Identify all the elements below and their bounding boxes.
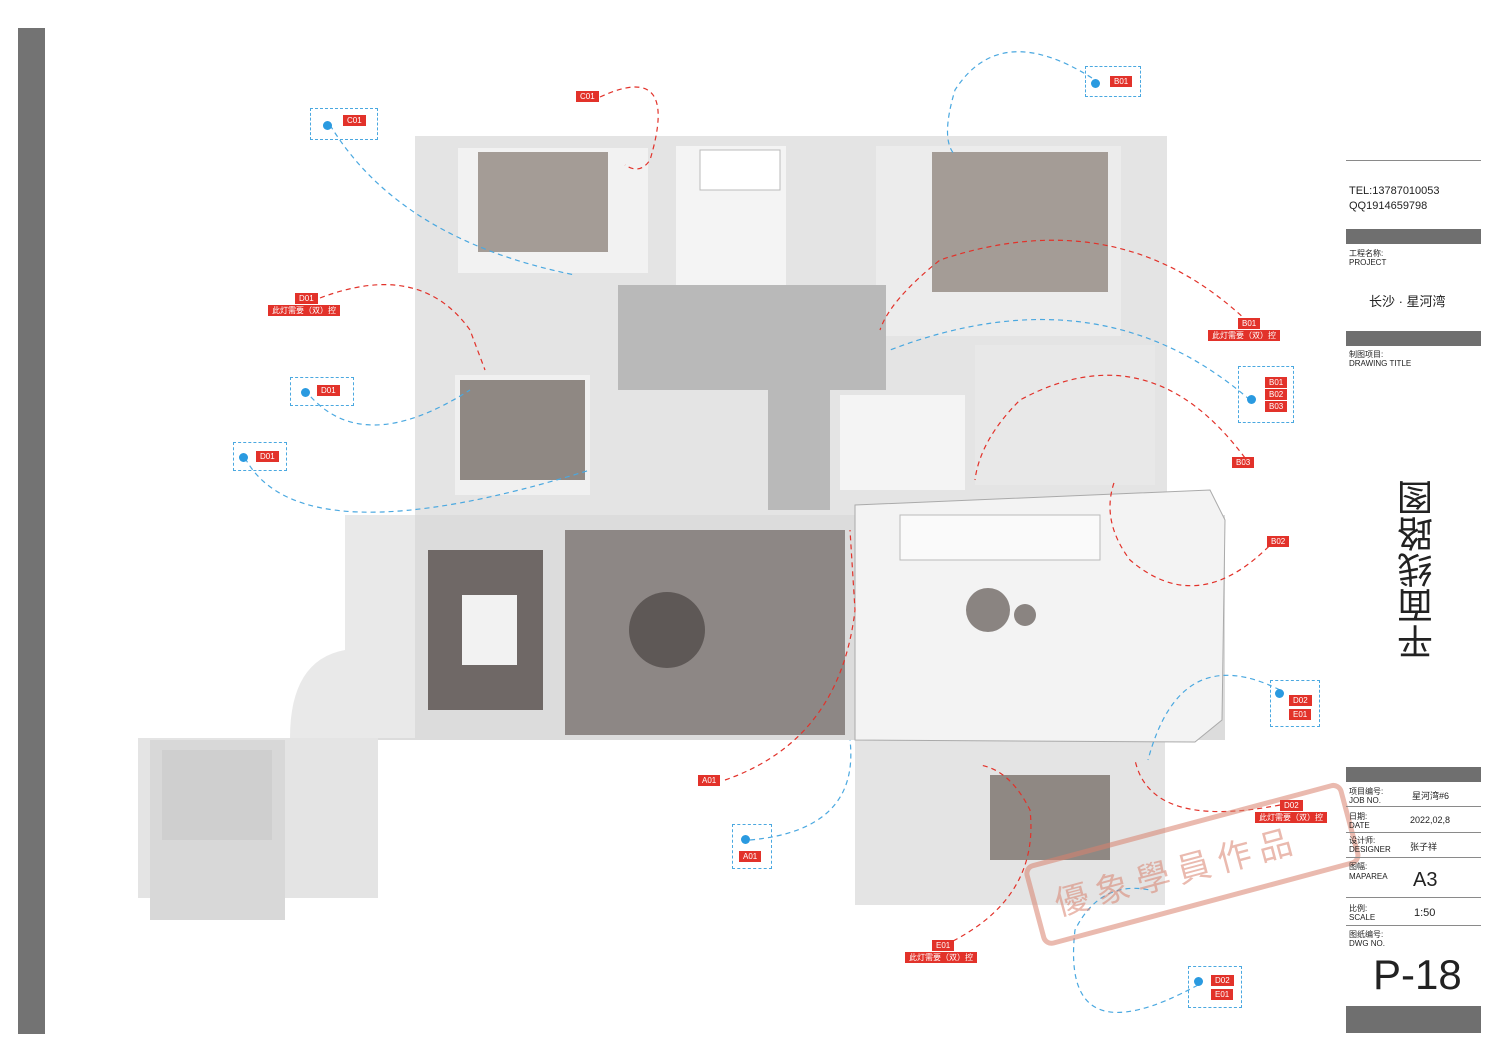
switch-a01: A01 — [732, 824, 772, 869]
bed — [478, 152, 608, 252]
light-tag-d02: D02 — [1280, 800, 1303, 811]
light-tag-b01: B01 — [1238, 318, 1261, 329]
switch-wires-blue — [244, 51, 1281, 1014]
switch-label: D01 — [317, 385, 340, 396]
switch-icon — [1247, 395, 1256, 404]
date-label-cn: 日期: — [1349, 812, 1368, 821]
switch-icon — [1194, 977, 1203, 986]
light-tag-d01: D01 — [295, 293, 318, 304]
date-label-en: DATE — [1349, 821, 1370, 830]
switch-c01: C01 — [310, 108, 378, 140]
project-label-cn: 工程名称: — [1349, 249, 1384, 258]
divider-bar — [1346, 331, 1481, 346]
switch-b01: B01 — [1085, 66, 1141, 97]
sheet-border-bar — [18, 28, 45, 1034]
switch-label: D02 — [1289, 695, 1312, 706]
bed — [460, 380, 585, 480]
date-value: 2022,02,8 — [1410, 815, 1451, 825]
light-wires-red — [319, 86, 1281, 946]
light-note-b01: 此灯需要（双）控 — [1208, 330, 1280, 341]
scale-label-cn: 比例: — [1349, 904, 1368, 913]
switch-label: E01 — [1211, 989, 1234, 1000]
scale-label-en: SCALE — [1349, 913, 1376, 922]
switch-label: B02 — [1265, 389, 1288, 400]
dwg-number: P-18 — [1373, 951, 1462, 998]
drawing-title: 平面线路图 — [1397, 480, 1438, 660]
switch-label: B01 — [1265, 377, 1288, 388]
switch-label: D01 — [256, 451, 279, 462]
maparea-label-en: MAPAREA — [1349, 872, 1388, 881]
switch-icon — [1091, 79, 1100, 88]
switch-icon — [741, 835, 750, 844]
light-tag-b02: B02 — [1267, 536, 1290, 547]
drawing-title-label-cn: 制图项目: — [1349, 350, 1384, 359]
light-note-d01: 此灯需要（双）控 — [268, 305, 340, 316]
project-name: 长沙 · 星河湾 — [1369, 294, 1446, 309]
divider-bar — [1346, 1006, 1481, 1033]
dwg-label-en: DWG NO. — [1349, 939, 1385, 948]
switch-label: B03 — [1265, 401, 1288, 412]
switch-label: B01 — [1110, 76, 1133, 87]
walls-and-rooms — [138, 136, 1226, 920]
switch-label: C01 — [343, 115, 366, 126]
light-note-e01: 此灯需要（双）控 — [905, 952, 977, 963]
switch-d01-a: D01 — [290, 377, 354, 406]
dwg-label-cn: 图纸编号: — [1349, 930, 1384, 939]
bed — [932, 152, 1108, 292]
project-label-en: PROJECT — [1349, 258, 1387, 267]
light-note-d02: 此灯需要（双）控 — [1255, 812, 1327, 823]
job-label-en: JOB NO. — [1349, 796, 1382, 805]
light-tag-c01: C01 — [576, 91, 599, 102]
switch-label: E01 — [1289, 709, 1312, 720]
drawing-title-label-en: DRAWING TITLE — [1349, 359, 1412, 368]
job-label-cn: 项目编号: — [1349, 787, 1384, 796]
light-tag-b03: B03 — [1232, 457, 1255, 468]
switch-d01-b: D01 — [233, 442, 287, 471]
qq: QQ1914659798 — [1349, 200, 1428, 212]
light-tag-e01: E01 — [932, 940, 955, 951]
designer-label-cn: 设计师: — [1349, 836, 1376, 845]
bed — [990, 775, 1110, 860]
divider-bar — [1346, 229, 1481, 244]
scale-value: 1:50 — [1414, 907, 1436, 919]
tel: TEL:13787010053 — [1349, 185, 1440, 197]
light-tag-a01: A01 — [698, 775, 721, 786]
divider — [1346, 160, 1481, 161]
switch-icon — [239, 453, 248, 462]
switch-icon — [323, 121, 332, 130]
designer-label-en: DESIGNER — [1349, 845, 1391, 854]
switch-label: A01 — [739, 851, 762, 862]
switch-icon — [1275, 689, 1284, 698]
switch-label: D02 — [1211, 975, 1234, 986]
divider-bar — [1346, 767, 1481, 782]
maparea-label-cn: 图幅: — [1349, 862, 1368, 871]
job-value: 星河湾#6 — [1412, 791, 1450, 801]
maparea-value: A3 — [1413, 869, 1438, 891]
switch-icon — [301, 388, 310, 397]
designer-value: 张子祥 — [1410, 842, 1438, 852]
